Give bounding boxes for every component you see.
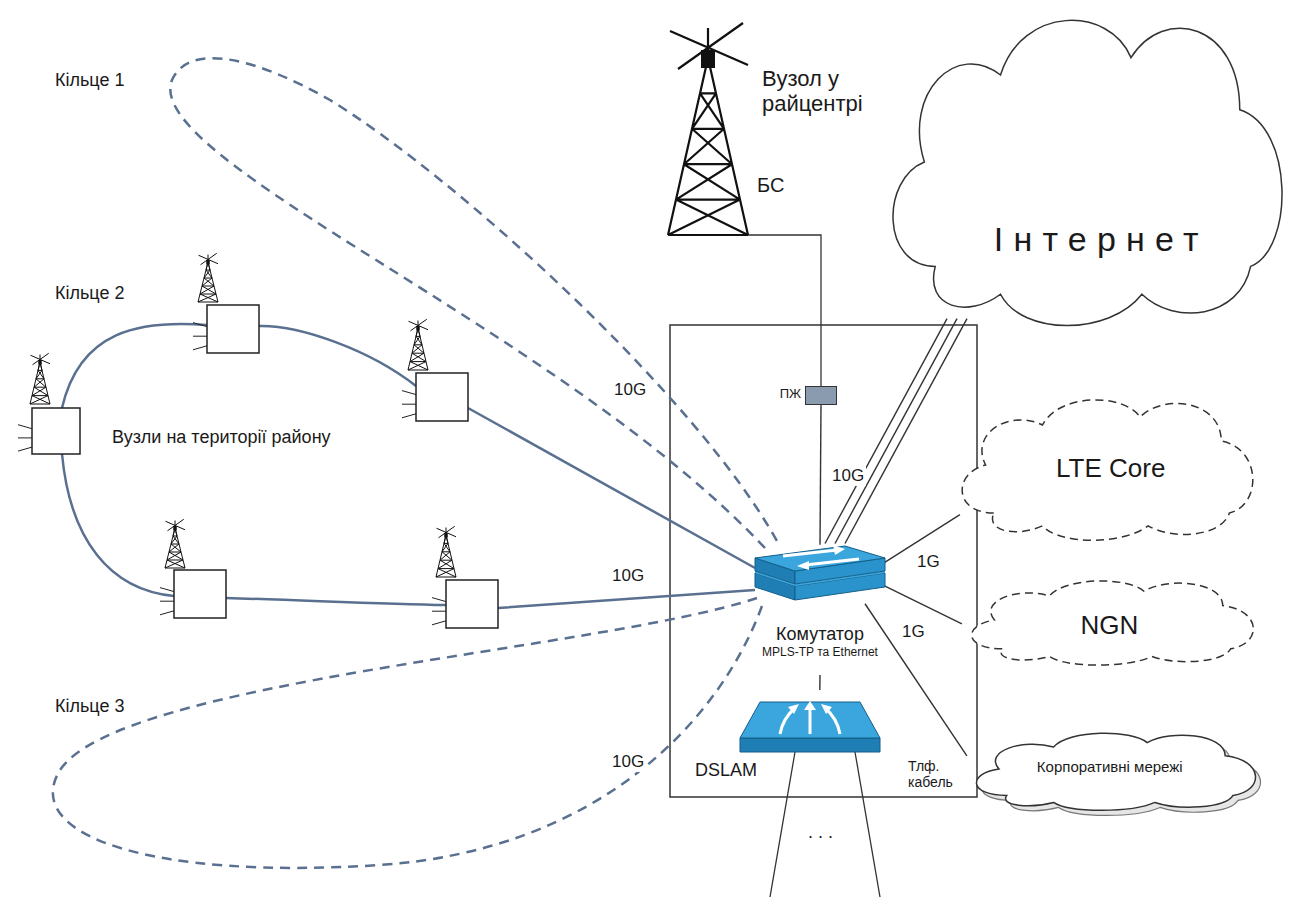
tower-symbol <box>198 253 218 302</box>
tower-symbol <box>165 519 185 568</box>
node-sublabel: MPLS-TP та Ethernet <box>725 645 915 659</box>
tower-symbol <box>408 319 428 370</box>
cloud-shape <box>972 581 1254 665</box>
edge-label: 10G <box>830 466 866 486</box>
diagram-label: Вузли на території району <box>112 427 331 448</box>
edge-label: 1G <box>900 622 927 642</box>
diagram-label: Вузол у райцентрі <box>762 66 890 117</box>
site-stub <box>193 323 207 350</box>
antenna-block <box>38 360 42 365</box>
dslam-arrow <box>780 708 840 734</box>
diagram-label: Кільце 3 <box>55 696 125 717</box>
antenna-block <box>701 50 715 68</box>
diagram-label: 10G <box>610 566 646 586</box>
connector-line <box>835 319 957 544</box>
cloud-label: NGN <box>1080 609 1138 640</box>
diagram-label: 10G <box>610 752 646 772</box>
cloud-shape <box>893 20 1282 325</box>
node-label: ПЖ <box>780 386 801 401</box>
diagram-label: Кільце 2 <box>55 283 125 304</box>
connector-line <box>845 319 967 544</box>
switch-arrow <box>783 550 859 565</box>
switch-arrow <box>833 545 845 555</box>
dslam-top <box>740 702 880 738</box>
antenna-block <box>173 526 177 531</box>
ring-3-line <box>53 598 762 868</box>
antenna-block <box>444 533 448 538</box>
connector <box>820 405 821 545</box>
site-box <box>207 305 259 353</box>
connector-line <box>825 319 947 544</box>
site-box <box>416 373 468 421</box>
cloud-outline <box>870 0 1290 336</box>
node-label: Комутатор <box>725 624 915 645</box>
antenna-block <box>206 260 210 265</box>
dslam-face <box>740 738 880 752</box>
antenna-feeder-wire <box>742 235 821 386</box>
dslam-arrow <box>788 704 799 714</box>
tower-symbol <box>30 353 50 404</box>
site-stub <box>18 425 32 451</box>
edge-label: 1G <box>915 552 942 572</box>
switch-node: КомутаторMPLS-TP та Ethernet <box>745 538 895 675</box>
switch-top <box>755 546 885 571</box>
cloud-node: Корпоративні мережі <box>960 725 1272 813</box>
connector <box>865 604 967 756</box>
switch-arrow <box>797 561 809 570</box>
connector <box>885 586 962 624</box>
cloud-node: NGN <box>955 572 1270 668</box>
ring-1-line <box>170 58 778 548</box>
switch-icon <box>745 538 895 608</box>
cloud-label: Корпоративні мережі <box>1037 758 1183 775</box>
tower-group <box>30 23 748 577</box>
phone-cable <box>770 752 880 897</box>
site-stub <box>160 588 174 615</box>
tower-symbol <box>436 526 456 577</box>
diagram-label: Кільце 1 <box>55 70 125 91</box>
cloud-shape <box>962 400 1253 540</box>
dslam-icon <box>735 690 885 760</box>
connector-line <box>819 675 821 690</box>
connector <box>825 319 967 544</box>
connector <box>819 675 820 690</box>
diagram-label: Тлф. кабель <box>908 758 966 790</box>
switch-caption: КомутаторMPLS-TP та Ethernet <box>725 624 915 659</box>
site-stub <box>402 391 416 418</box>
site-stub <box>432 598 446 625</box>
cloud-label: LTE Core <box>1056 453 1165 484</box>
antenna-block <box>416 326 420 331</box>
node-building-outline <box>670 325 977 797</box>
connector-line <box>865 604 967 756</box>
cloud-node: Інтернет <box>870 0 1290 336</box>
dslam-arrow <box>804 701 816 710</box>
diagram-label: . . . <box>808 822 833 843</box>
dslam-arrow <box>821 704 832 714</box>
connector-line <box>820 405 821 545</box>
site-box <box>32 408 80 454</box>
node-label: DSLAM <box>695 760 757 781</box>
site-box <box>174 570 226 618</box>
cloud-node: LTE Core <box>945 385 1270 545</box>
cloud-shape <box>976 733 1255 810</box>
diagram-label: БС <box>757 174 784 197</box>
dslam-node: DSLAM <box>695 690 890 790</box>
diagram-label: 10G <box>612 380 648 400</box>
ring-node-group <box>18 305 498 628</box>
connector-line <box>885 586 962 624</box>
site-box <box>446 580 498 628</box>
tower-symbol <box>668 23 748 235</box>
pzh-node: ПЖ <box>805 386 837 405</box>
cloud-label: Інтернет <box>994 219 1209 258</box>
